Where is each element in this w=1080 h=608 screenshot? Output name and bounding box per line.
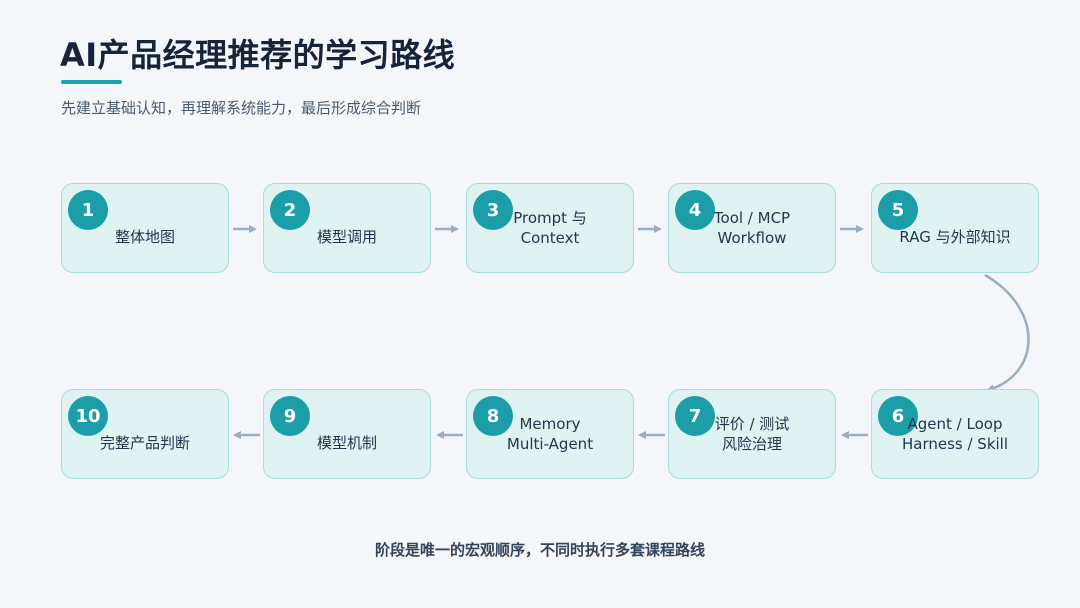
step-label-line: 模型机制 (316, 433, 377, 452)
step-label: RAG 与外部知识 (872, 184, 1038, 272)
step-label: Prompt 与 Context (467, 184, 633, 272)
step-label-line: Context (520, 229, 580, 247)
step-label: 完整产品判断 (62, 390, 228, 478)
step-label-line: 完整产品判断 (99, 433, 190, 452)
step-card-1: 1 整体地图 (61, 183, 229, 273)
footer-note: 阶段是唯一的宏观顺序，不同时执行多套课程路线 (374, 541, 705, 559)
step-label: Memory Multi-Agent (467, 390, 633, 478)
step-number-badge: 7 (675, 396, 715, 436)
step-label-line: Harness / Skill (901, 435, 1009, 453)
step-number-badge: 6 (878, 396, 918, 436)
step-number-badge: 10 (68, 396, 108, 436)
step-label-line: Tool / MCP (713, 209, 791, 227)
title-accent-bar (61, 80, 122, 84)
step-card-9: 9 模型机制 (263, 389, 431, 479)
step-label-line: 风险治理 (721, 435, 782, 453)
step-card-6: 6 Agent / Loop Harness / Skill (871, 389, 1039, 479)
step-label-line: 整体地图 (114, 227, 175, 246)
step-label-line: RAG 与外部知识 (899, 227, 1011, 246)
step-label-line: Memory (519, 415, 581, 433)
step-label: 模型机制 (264, 390, 430, 478)
step-card-10: 10 完整产品判断 (61, 389, 229, 479)
step-card-5: 5 RAG 与外部知识 (871, 183, 1039, 273)
step-number-badge: 2 (270, 190, 310, 230)
step-label-line: 模型调用 (316, 227, 377, 246)
step-label-line: 评价 / 测试 (714, 415, 790, 433)
step-label: Tool / MCP Workflow (669, 184, 835, 272)
step-label-line: Workflow (717, 229, 787, 247)
arrow-5-6 (984, 273, 1030, 393)
step-label-line: Prompt 与 (513, 209, 587, 227)
step-number-badge: 1 (68, 190, 108, 230)
step-label: 整体地图 (62, 184, 228, 272)
step-label-line: Agent / Loop (907, 415, 1003, 433)
step-number-badge: 3 (473, 190, 513, 230)
step-number-badge: 4 (675, 190, 715, 230)
step-label: 模型调用 (264, 184, 430, 272)
step-number-badge: 8 (473, 396, 513, 436)
step-number-badge: 5 (878, 190, 918, 230)
step-card-7: 7 评价 / 测试 风险治理 (668, 389, 836, 479)
page-title: AI产品经理推荐的学习路线 (60, 36, 456, 74)
step-label: Agent / Loop Harness / Skill (872, 390, 1038, 478)
step-card-3: 3 Prompt 与 Context (466, 183, 634, 273)
step-number-badge: 9 (270, 396, 310, 436)
step-card-2: 2 模型调用 (263, 183, 431, 273)
step-card-8: 8 Memory Multi-Agent (466, 389, 634, 479)
step-label-line: Multi-Agent (506, 435, 594, 453)
step-label: 评价 / 测试 风险治理 (669, 390, 835, 478)
step-card-4: 4 Tool / MCP Workflow (668, 183, 836, 273)
page-subtitle: 先建立基础认知，再理解系统能力，最后形成综合判断 (61, 99, 422, 117)
